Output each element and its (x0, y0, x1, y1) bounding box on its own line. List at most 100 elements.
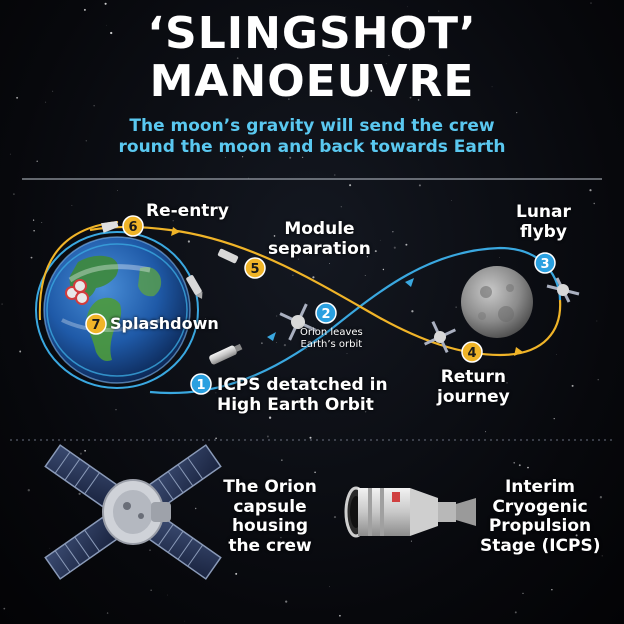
star (370, 89, 373, 92)
star (314, 471, 316, 474)
star (273, 235, 276, 237)
star (27, 489, 30, 492)
star (276, 315, 278, 317)
moon-icon (461, 266, 533, 338)
star (9, 153, 11, 155)
step-badge-5: 5 (244, 257, 266, 279)
step-5-label-line1: Module (284, 219, 355, 239)
star (248, 177, 249, 179)
orion-small-icon (279, 303, 317, 341)
star (36, 160, 38, 162)
step-4-label: Return journey (437, 367, 510, 407)
step-badge-6: 6 (122, 215, 144, 237)
orion-caption: The Orion capsule housing the crew (222, 477, 318, 556)
orion-caption-line1: The Orion (223, 477, 317, 497)
star (596, 320, 598, 322)
star (527, 466, 529, 469)
orion-small-icon-return (423, 320, 457, 354)
star (518, 464, 521, 467)
star (418, 184, 421, 187)
orion-caption-line2: capsule (233, 496, 307, 517)
star (513, 462, 515, 464)
star (333, 516, 337, 519)
step-badge-1: 1 (190, 373, 212, 395)
star (187, 240, 191, 243)
star (556, 354, 557, 355)
star (235, 572, 238, 575)
star (104, 2, 107, 5)
step-7-label: Splashdown (110, 314, 219, 333)
star (553, 417, 555, 420)
star (340, 206, 342, 208)
star (285, 600, 288, 603)
star (328, 262, 330, 264)
star (393, 91, 396, 94)
star (85, 140, 88, 142)
parachute-icon (65, 279, 89, 305)
svg-text:1: 1 (196, 378, 205, 393)
star (41, 221, 43, 224)
svg-text:4: 4 (467, 346, 476, 361)
step-6-label-line1: Re-entry (146, 201, 229, 221)
step-1-label: ICPS detatched in High Earth Orbit (217, 375, 388, 415)
star (236, 57, 239, 59)
star (79, 452, 82, 455)
star (215, 437, 217, 440)
title-line-1: ‘SLINGSHOT’ (147, 8, 477, 59)
star (506, 382, 508, 384)
star (83, 8, 86, 11)
star (385, 63, 387, 65)
step-badge-3: 3 (534, 252, 556, 274)
star (409, 96, 412, 99)
star (19, 350, 22, 353)
star (283, 343, 287, 347)
star (516, 111, 518, 114)
svg-text:7: 7 (91, 318, 100, 333)
star (407, 6, 409, 8)
return-trajectory (89, 225, 562, 357)
starfield (1, 2, 603, 622)
star (93, 105, 95, 107)
star (106, 612, 109, 614)
star (273, 521, 275, 523)
step-2-label-line2: Earth’s orbit (300, 339, 363, 350)
star (288, 98, 290, 100)
svg-text:5: 5 (250, 262, 259, 277)
star (601, 555, 603, 557)
star (268, 416, 272, 419)
star (312, 276, 315, 279)
icps-caption-line3: Propulsion (488, 516, 592, 537)
star (219, 218, 221, 220)
orion-caption-line3: housing (231, 516, 309, 537)
star (280, 536, 282, 539)
step-1-label-line1: ICPS detatched in (217, 375, 388, 395)
step-2-label-line1: Orion leaves (300, 327, 363, 338)
star (150, 589, 152, 591)
star (1, 303, 3, 305)
icps-caption-line4: Stage (ICPS) (480, 535, 601, 556)
star (405, 243, 408, 246)
star (307, 33, 309, 35)
star (261, 342, 263, 345)
star (110, 31, 113, 35)
star (392, 231, 394, 233)
star (115, 409, 117, 411)
capsule-icon-reentry (186, 275, 203, 299)
arrow-outbound-1 (267, 332, 276, 341)
star (334, 174, 336, 176)
step-6-label: Re-entry (146, 201, 229, 222)
star (13, 193, 15, 195)
star (52, 90, 54, 92)
star (224, 156, 226, 158)
star (438, 10, 440, 12)
star (167, 594, 168, 596)
step-1-label-line2: High Earth Orbit (217, 394, 374, 415)
step-3-label: Lunar flyby (516, 202, 571, 242)
star (491, 86, 493, 88)
star (172, 220, 174, 222)
star (379, 239, 381, 241)
capsule-icon-top (100, 221, 119, 233)
star (345, 16, 347, 18)
star (211, 66, 214, 68)
star (298, 258, 299, 260)
